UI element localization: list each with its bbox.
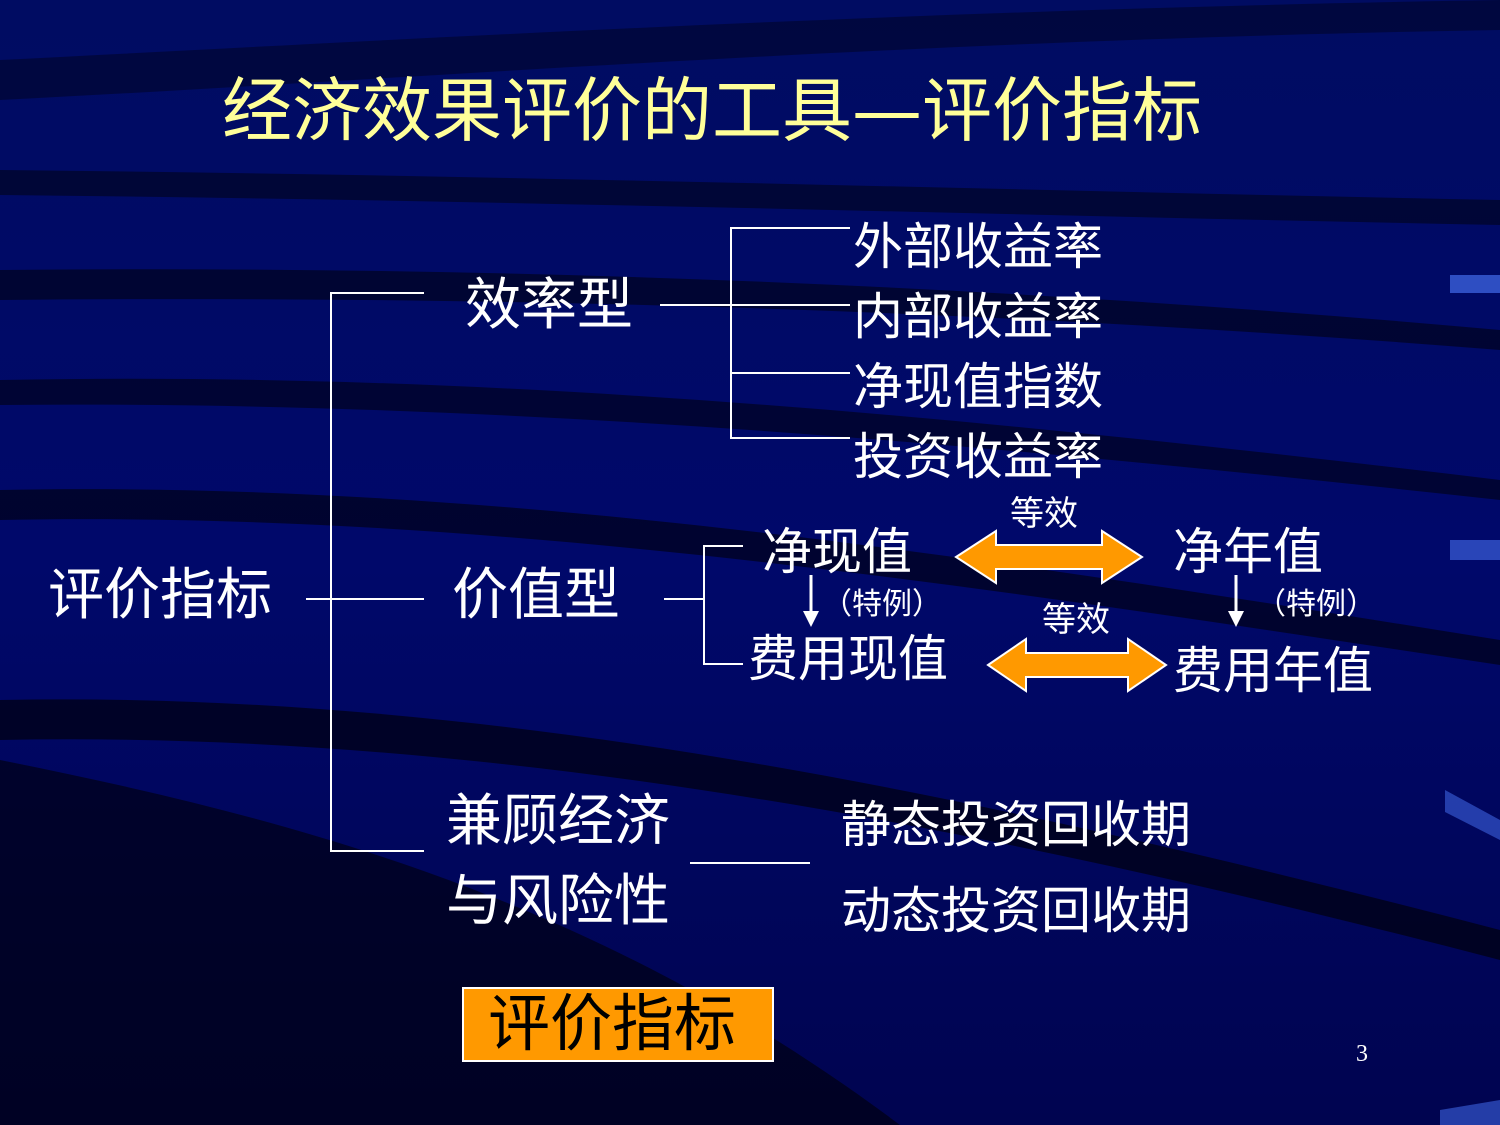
connector [730,227,850,229]
connector [330,850,424,852]
mixed-item: 静态投资回收期 [841,796,1191,854]
connector [306,598,424,600]
page-title: 经济效果评价的工具—评价指标 [222,70,1202,152]
connector [330,292,424,294]
efficiency-item: 投资收益率 [853,428,1103,486]
present-cost-label: 费用现值 [748,630,948,688]
connector [664,598,704,600]
special-case-label-right: （特例） [1256,587,1376,622]
evaluation-index-button[interactable]: 评价指标 [462,987,774,1062]
page-number: 3 [1356,1041,1368,1067]
down-arrow-icon [803,575,819,627]
equivalence-label-top: 等效 [1010,494,1078,534]
category-mixed-line2: 与风险性 [446,869,670,934]
connector [703,545,705,664]
special-case-label-left: （特例） [822,587,942,622]
category-mixed-line1: 兼顾经济 [446,789,670,854]
connector [660,304,850,306]
down-arrow-icon [1228,575,1244,627]
connector [730,227,732,438]
connector [730,372,850,374]
connector [330,292,332,851]
net-annual-value-label: 净年值 [1173,523,1323,581]
connector [730,437,850,439]
evaluation-index-button-label: 评价指标 [488,987,737,1060]
root-label: 评价指标 [48,563,272,628]
net-present-value-label: 净现值 [762,523,912,581]
connector [703,663,743,665]
annual-cost-label: 费用年值 [1173,642,1373,700]
efficiency-item: 内部收益率 [853,288,1103,346]
connector [690,862,810,864]
double-arrow-icon [954,529,1144,585]
efficiency-item: 净现值指数 [853,358,1103,416]
category-efficiency: 效率型 [465,273,633,338]
category-value: 价值型 [452,563,620,628]
equivalence-label-bottom: 等效 [1042,600,1110,640]
connector [703,545,743,547]
double-arrow-icon [986,637,1168,693]
efficiency-item: 外部收益率 [853,218,1103,276]
mixed-item: 动态投资回收期 [841,882,1191,940]
